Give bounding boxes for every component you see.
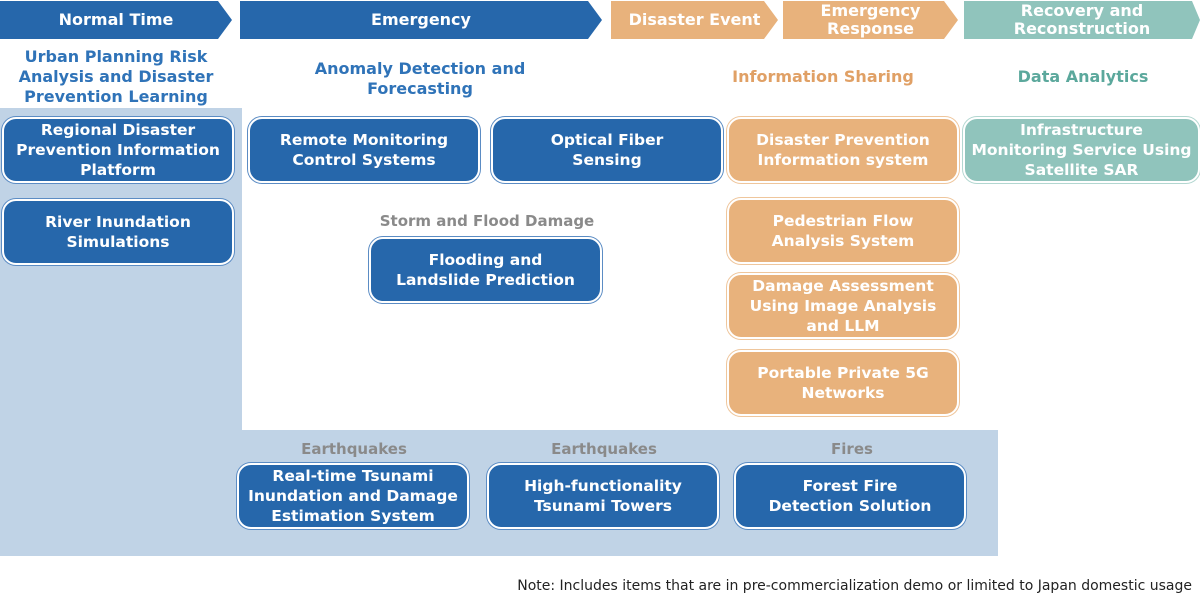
footnote: Note: Includes items that are in pre-com… <box>517 578 1192 594</box>
box-regional-disaster-platform: Regional Disaster Prevention Information… <box>2 117 234 183</box>
heading-data-analytics: Data Analytics <box>1017 67 1149 86</box>
box-portable-5g: Portable Private 5G Networks <box>727 350 959 416</box>
box-remote-monitoring: Remote Monitoring Control Systems <box>248 117 480 183</box>
phase-emergency-response: Emergency Response <box>783 1 958 39</box>
box-optical-fiber: Optical Fiber Sensing <box>491 117 723 183</box>
box-tsunami-towers: High-functionality Tsunami Towers <box>487 463 719 529</box>
label-storm-flood: Storm and Flood Damage <box>379 212 595 230</box>
box-disaster-prevention-info-system: Disaster Prevention Information system <box>727 117 959 183</box>
phase-emergency: Emergency <box>240 1 602 39</box>
phase-recovery-reconstruction: Recovery and Reconstruction <box>964 1 1200 39</box>
box-damage-assessment: Damage Assessment Using Image Analysis a… <box>727 273 959 339</box>
box-flooding-landslide: Flooding and Landslide Prediction <box>369 237 602 303</box>
label-earthquakes-2: Earthquakes <box>551 440 657 458</box>
box-tsunami-estimation: Real-time Tsunami Inundation and Damage … <box>237 463 469 529</box>
heading-urban-planning: Urban Planning Risk Analysis and Disaste… <box>18 47 214 106</box>
heading-anomaly-detection: Anomaly Detection and Forecasting <box>314 59 526 98</box>
box-pedestrian-flow: Pedestrian Flow Analysis System <box>727 198 959 264</box>
phase-normal-time: Normal Time <box>0 1 232 39</box>
label-fires: Fires <box>831 440 873 458</box>
box-river-inundation: River Inundation Simulations <box>2 199 234 265</box>
box-infrastructure-sar: Infrastructure Monitoring Service Using … <box>963 117 1200 183</box>
box-forest-fire: Forest Fire Detection Solution <box>734 463 966 529</box>
phase-disaster-event: Disaster Event <box>611 1 778 39</box>
heading-information-sharing: Information Sharing <box>732 67 914 86</box>
label-earthquakes-1: Earthquakes <box>301 440 407 458</box>
